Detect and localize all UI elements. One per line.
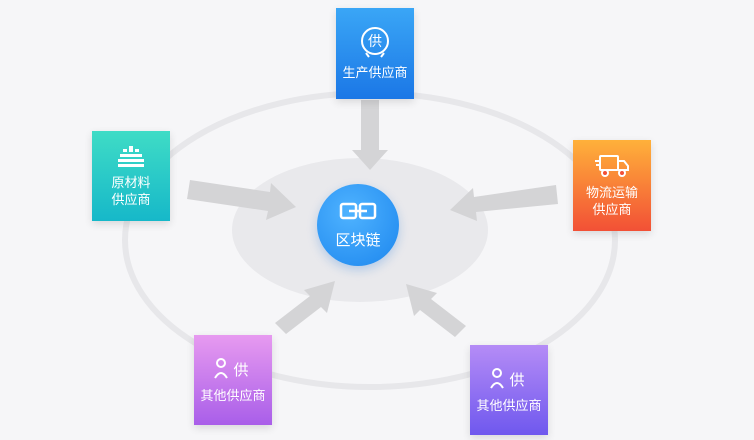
logistics-supplier-node: 物流运输 供应商 xyxy=(573,140,651,231)
producer-badge-glyph: 供 xyxy=(368,34,382,50)
raw-material-supplier-label: 原材料 供应商 xyxy=(111,176,151,208)
other-supplier-node-left: 供 其他供应商 xyxy=(194,335,272,425)
producer-supplier-label: 生产供应商 xyxy=(342,66,408,81)
other-supplier-label-right: 其他供应商 xyxy=(476,398,542,414)
arrows xyxy=(187,100,558,337)
delivery-truck-icon xyxy=(594,153,630,179)
blockchain-label: 区块链 xyxy=(335,230,381,249)
producer-supplier-node: 供 生产供应商 xyxy=(336,8,414,99)
arrow-from-logistics xyxy=(450,185,558,221)
arrow-from-other-left xyxy=(275,281,335,334)
raw-material-supplier-node: 原材料 供应商 xyxy=(92,131,170,221)
other-supplier-label-left: 其他供应商 xyxy=(200,388,266,404)
person-supply-icon: 供 xyxy=(213,356,253,382)
supply-badge-icon: 供 xyxy=(358,25,392,59)
arrow-from-other-right xyxy=(406,284,466,337)
arrow-from-raw-material xyxy=(187,180,296,220)
other-right-glyph: 供 xyxy=(509,371,524,389)
other-supplier-node-right: 供 其他供应商 xyxy=(470,345,548,435)
blockchain-hub: 区块链 xyxy=(317,184,399,266)
arrow-from-producer xyxy=(352,100,388,170)
other-left-glyph: 供 xyxy=(233,361,248,379)
person-supply-icon: 供 xyxy=(489,366,529,392)
factory-icon xyxy=(116,143,146,169)
chain-link-icon xyxy=(339,201,377,225)
logistics-supplier-label: 物流运输 供应商 xyxy=(585,185,638,218)
